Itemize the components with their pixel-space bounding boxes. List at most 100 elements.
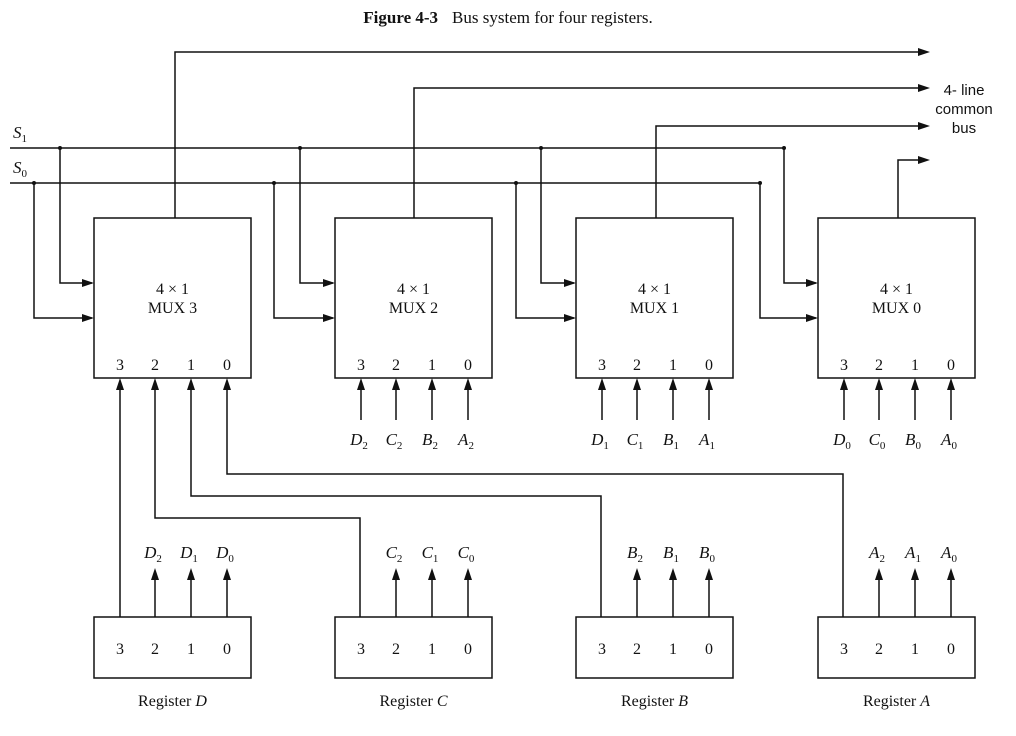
mux-1-input-0-arrow — [598, 378, 606, 390]
mux-0-input-0-label: D0 — [832, 430, 851, 452]
register-d-out-1-label: D1 — [179, 543, 198, 565]
mux-3-input-3-wire — [226, 390, 844, 617]
mux-0-pin-2-label: 2 — [875, 357, 883, 374]
bus-label-line-1: 4- line — [944, 82, 985, 99]
mux-0-pin-3-label: 3 — [840, 357, 848, 374]
mux-1-s0-wire — [515, 183, 574, 319]
register-a-out-0-arrow — [875, 568, 883, 580]
register-c-box — [334, 616, 493, 679]
register-a-bit-1: 1 — [911, 641, 919, 658]
register-b-label: Register B — [621, 693, 688, 710]
register-d-out-1-arrow — [187, 568, 195, 580]
mux-3-name-label: MUX 3 — [148, 300, 197, 317]
register-b-out-2-arrow — [705, 568, 713, 580]
bus-label-line-3: bus — [952, 120, 976, 137]
mux-3-pin-3-label: 3 — [116, 357, 124, 374]
mux-1-input-0-label: D1 — [590, 430, 609, 452]
mux-2-input-2-arrow — [428, 378, 436, 390]
mux-1-pin-2-label: 2 — [633, 357, 641, 374]
register-a-out-1-label: A1 — [904, 543, 921, 565]
figure-title: Bus system for four registers. — [452, 8, 653, 27]
register-b-out-0-arrow — [633, 568, 641, 580]
mux-3-input-2-wire — [190, 390, 602, 617]
mux-3-input-2-arrow — [187, 378, 195, 390]
mux-2-name-label: MUX 2 — [389, 300, 438, 317]
mux-3-s0-arrow — [82, 314, 94, 322]
mux-0-pin-1-label: 1 — [911, 357, 919, 374]
select-line-s1-label: S1 — [13, 123, 27, 145]
register-c-out-0-arrow — [392, 568, 400, 580]
mux-3-input-0-arrow — [116, 378, 124, 390]
register-a-out-2-arrow — [947, 568, 955, 580]
mux-2-s0-wire — [273, 183, 333, 319]
mux-2-input-0-label: D2 — [349, 430, 368, 452]
register-c-bit-2: 2 — [392, 641, 400, 658]
register-b-bit-1: 1 — [669, 641, 677, 658]
mux-0-s1-arrow — [806, 279, 818, 287]
mux-1-s0-junction — [514, 181, 518, 185]
mux-2-pin-2-label: 2 — [392, 357, 400, 374]
mux-1-input-2-label: B1 — [663, 430, 679, 452]
mux-0-input-3-label: A0 — [940, 430, 957, 452]
register-c-out-0-label: C2 — [386, 543, 403, 565]
mux-0-box — [817, 217, 976, 379]
mux-3-s0-junction — [32, 181, 36, 185]
register-b-out-0-label: B2 — [627, 543, 643, 565]
mux-3-s0-wire — [33, 183, 92, 319]
mux-1-input-3-label: A1 — [698, 430, 715, 452]
mux-1-input-1-label: C1 — [627, 430, 644, 452]
register-d-bit-1: 1 — [187, 641, 195, 658]
register-a-box — [817, 616, 976, 679]
mux-2-input-1-arrow — [392, 378, 400, 390]
mux-1-input-2-arrow — [669, 378, 677, 390]
mux-2-box — [334, 217, 493, 379]
bus-line-2-arrow — [918, 84, 930, 92]
mux-2-input-3-arrow — [464, 378, 472, 390]
mux-0-input-0-arrow — [840, 378, 848, 390]
mux-3-s1-arrow — [82, 279, 94, 287]
register-b-bit-2: 2 — [633, 641, 641, 658]
mux-3-pin-1-label: 1 — [187, 357, 195, 374]
register-b-out-1-label: B1 — [663, 543, 679, 565]
mux-1-pin-0-label: 0 — [705, 357, 713, 374]
register-d-out-2-label: D0 — [215, 543, 234, 565]
mux-0-input-1-arrow — [875, 378, 883, 390]
select-line-s0-label: S0 — [13, 158, 28, 180]
mux-0-input-3-arrow — [947, 378, 955, 390]
figure-number: Figure 4-3 — [363, 8, 439, 27]
register-c-bit-0: 0 — [464, 641, 472, 658]
mux-1-s1-junction — [539, 146, 543, 150]
mux-1-s0-arrow — [564, 314, 576, 322]
figure-caption: Figure 4-3 Bus system for four registers. — [0, 8, 1016, 28]
register-d-out-0-arrow — [151, 568, 159, 580]
register-a-bit-2: 2 — [875, 641, 883, 658]
mux-0-input-2-arrow — [911, 378, 919, 390]
mux-1-s1-arrow — [564, 279, 576, 287]
mux-2-s0-junction — [272, 181, 276, 185]
bus-line-1-arrow — [918, 122, 930, 130]
mux-0-pin-0-label: 0 — [947, 357, 955, 374]
mux-3-box — [93, 217, 252, 379]
mux-0-s1-wire — [783, 148, 816, 284]
mux-2-input-2-label: B2 — [422, 430, 438, 452]
register-c-out-2-arrow — [464, 568, 472, 580]
mux-1-size-label: 4 × 1 — [638, 281, 671, 298]
register-a-label: Register A — [863, 693, 930, 710]
register-b-out-1-arrow — [669, 568, 677, 580]
mux-0-s0-junction — [758, 181, 762, 185]
bus-line-0-arrow — [918, 156, 930, 164]
mux-3-pin-2-label: 2 — [151, 357, 159, 374]
register-d-out-2-arrow — [223, 568, 231, 580]
mux-0-s0-wire — [759, 183, 816, 319]
mux-3-pin-0-label: 0 — [223, 357, 231, 374]
register-c-bit-3: 3 — [357, 641, 365, 658]
register-c-out-2-label: C0 — [458, 543, 475, 565]
register-a-out-1-arrow — [911, 568, 919, 580]
register-a-out-0-label: A2 — [868, 543, 885, 565]
bus-line-3-arrow — [918, 48, 930, 56]
mux-0-name-label: MUX 0 — [872, 300, 921, 317]
register-b-out-2-label: B0 — [699, 543, 715, 565]
register-a-bit-3: 3 — [840, 641, 848, 658]
bus-line-0 — [897, 159, 920, 218]
mux-0-input-1-label: C0 — [869, 430, 886, 452]
